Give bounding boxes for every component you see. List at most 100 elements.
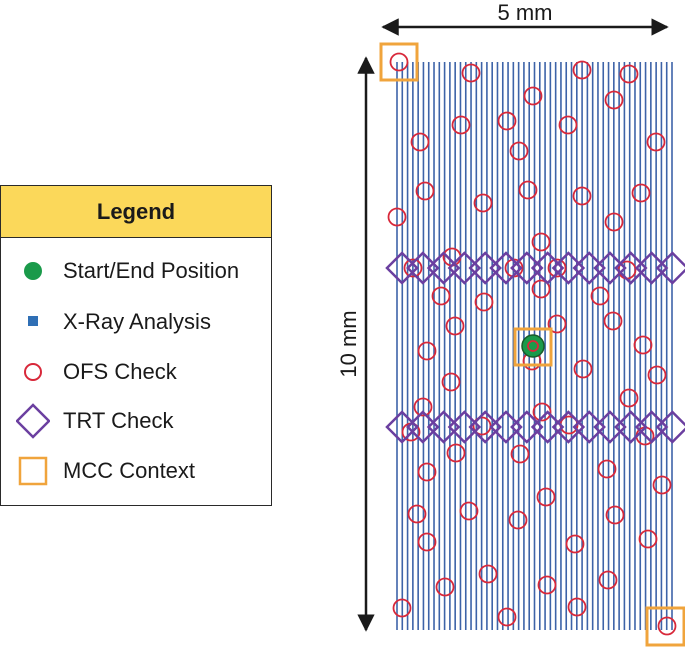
ofs-circle — [459, 501, 479, 521]
trt-diamond — [447, 251, 482, 285]
legend-label-trt: TRT Check — [63, 408, 174, 433]
ofs-circle — [474, 292, 494, 312]
trt-diamond — [655, 410, 685, 444]
trt-diamond — [655, 251, 685, 285]
ofs-circle — [572, 186, 592, 206]
red-circle-icon — [24, 363, 42, 381]
ofs-circle — [431, 286, 451, 306]
ofs-circle — [435, 577, 455, 597]
ofs-circle — [536, 487, 556, 507]
mcc-context-layer — [379, 42, 685, 647]
ofs-circle — [389, 52, 409, 72]
trt-diamond — [593, 410, 627, 444]
ofs-circle — [638, 529, 658, 549]
trt-diamond — [572, 410, 606, 444]
ofs-circle — [451, 115, 471, 135]
ofs-circle — [387, 207, 407, 227]
ofs-circle — [590, 286, 610, 306]
ofs-circle — [573, 359, 593, 379]
mcc-square — [379, 42, 419, 82]
trt-diamond — [614, 410, 648, 444]
legend-label-xray: X-Ray Analysis — [63, 309, 211, 334]
orange-square-icon — [18, 456, 48, 486]
start-end-ofs-circle — [527, 340, 539, 352]
ofs-circle — [441, 372, 461, 392]
trt-diamond — [551, 251, 586, 285]
ofs-circle — [558, 115, 578, 135]
mcc-square — [645, 606, 685, 647]
ofs-circle — [646, 132, 666, 152]
trt-diamond — [510, 410, 544, 444]
start-end-dot — [521, 334, 545, 358]
trt-diamond — [489, 410, 523, 444]
legend-title: Legend — [1, 186, 271, 238]
ofs-circle — [598, 570, 618, 590]
ofs-circle — [510, 444, 530, 464]
height-label: 10 mm — [336, 310, 361, 377]
legend-label-mcc: MCC Context — [63, 458, 196, 483]
ofs-circle — [473, 193, 493, 213]
ofs-circle — [531, 232, 551, 252]
start-end-position — [521, 334, 545, 358]
ofs-circle — [532, 402, 552, 422]
ofs-circle — [417, 341, 437, 361]
ofs-circle — [410, 132, 430, 152]
trt-diamond — [572, 251, 606, 285]
ofs-circle — [604, 90, 624, 110]
ofs-circle — [509, 141, 529, 161]
trt-diamond — [510, 251, 544, 285]
ofs-circle — [547, 258, 567, 278]
ofs-circle — [565, 534, 585, 554]
trt-diamond — [468, 251, 502, 285]
purple-diamond-icon — [16, 403, 50, 439]
ofs-circle — [518, 180, 538, 200]
ofs-circle — [497, 111, 517, 131]
ofs-circle — [403, 258, 423, 278]
legend-label-ofs: OFS Check — [63, 359, 177, 384]
width-label: 5 mm — [498, 0, 553, 25]
ofs-circle — [605, 505, 625, 525]
ofs-circle — [417, 532, 437, 552]
ofs-circle — [633, 335, 653, 355]
ofs-circle — [478, 564, 498, 584]
trt-diamond — [426, 410, 461, 444]
trt-diamond — [468, 410, 502, 444]
sample-line-pattern — [396, 62, 673, 630]
ofs-circle — [647, 365, 667, 385]
ofs-circle — [392, 598, 412, 618]
ofs-circle — [531, 279, 551, 299]
ofs-circle — [445, 316, 465, 336]
trt-diamond — [530, 410, 565, 444]
trt-diamond — [447, 410, 482, 444]
trt-check-layer — [385, 251, 685, 444]
ofs-circle — [572, 60, 592, 80]
ofs-circle — [461, 63, 481, 83]
ofs-circle — [567, 597, 587, 617]
ofs-circle — [415, 181, 435, 201]
green-dot-icon — [24, 262, 42, 280]
ofs-circle — [657, 616, 677, 636]
ofs-circle — [652, 475, 672, 495]
ofs-circle — [407, 504, 427, 524]
ofs-circle — [417, 462, 437, 482]
blue-square-icon — [28, 316, 38, 326]
legend-box: Legend Start/End Position X-Ray Analysis… — [0, 185, 272, 506]
ofs-circle — [537, 575, 557, 595]
ofs-circle — [619, 388, 639, 408]
ofs-circle — [597, 459, 617, 479]
ofs-circle — [523, 86, 543, 106]
ofs-circle — [547, 314, 567, 334]
ofs-circle — [603, 311, 623, 331]
legend-label-start: Start/End Position — [63, 258, 240, 283]
ofs-circle — [631, 183, 651, 203]
ofs-circle — [604, 212, 624, 232]
ofs-circle — [619, 64, 639, 84]
ofs-circle — [508, 510, 528, 530]
ofs-circle — [497, 607, 517, 627]
ofs-circle — [446, 443, 466, 463]
trt-diamond — [530, 251, 565, 285]
trt-diamond — [593, 251, 627, 285]
ofs-circle — [413, 397, 433, 417]
mcc-square — [513, 327, 553, 367]
